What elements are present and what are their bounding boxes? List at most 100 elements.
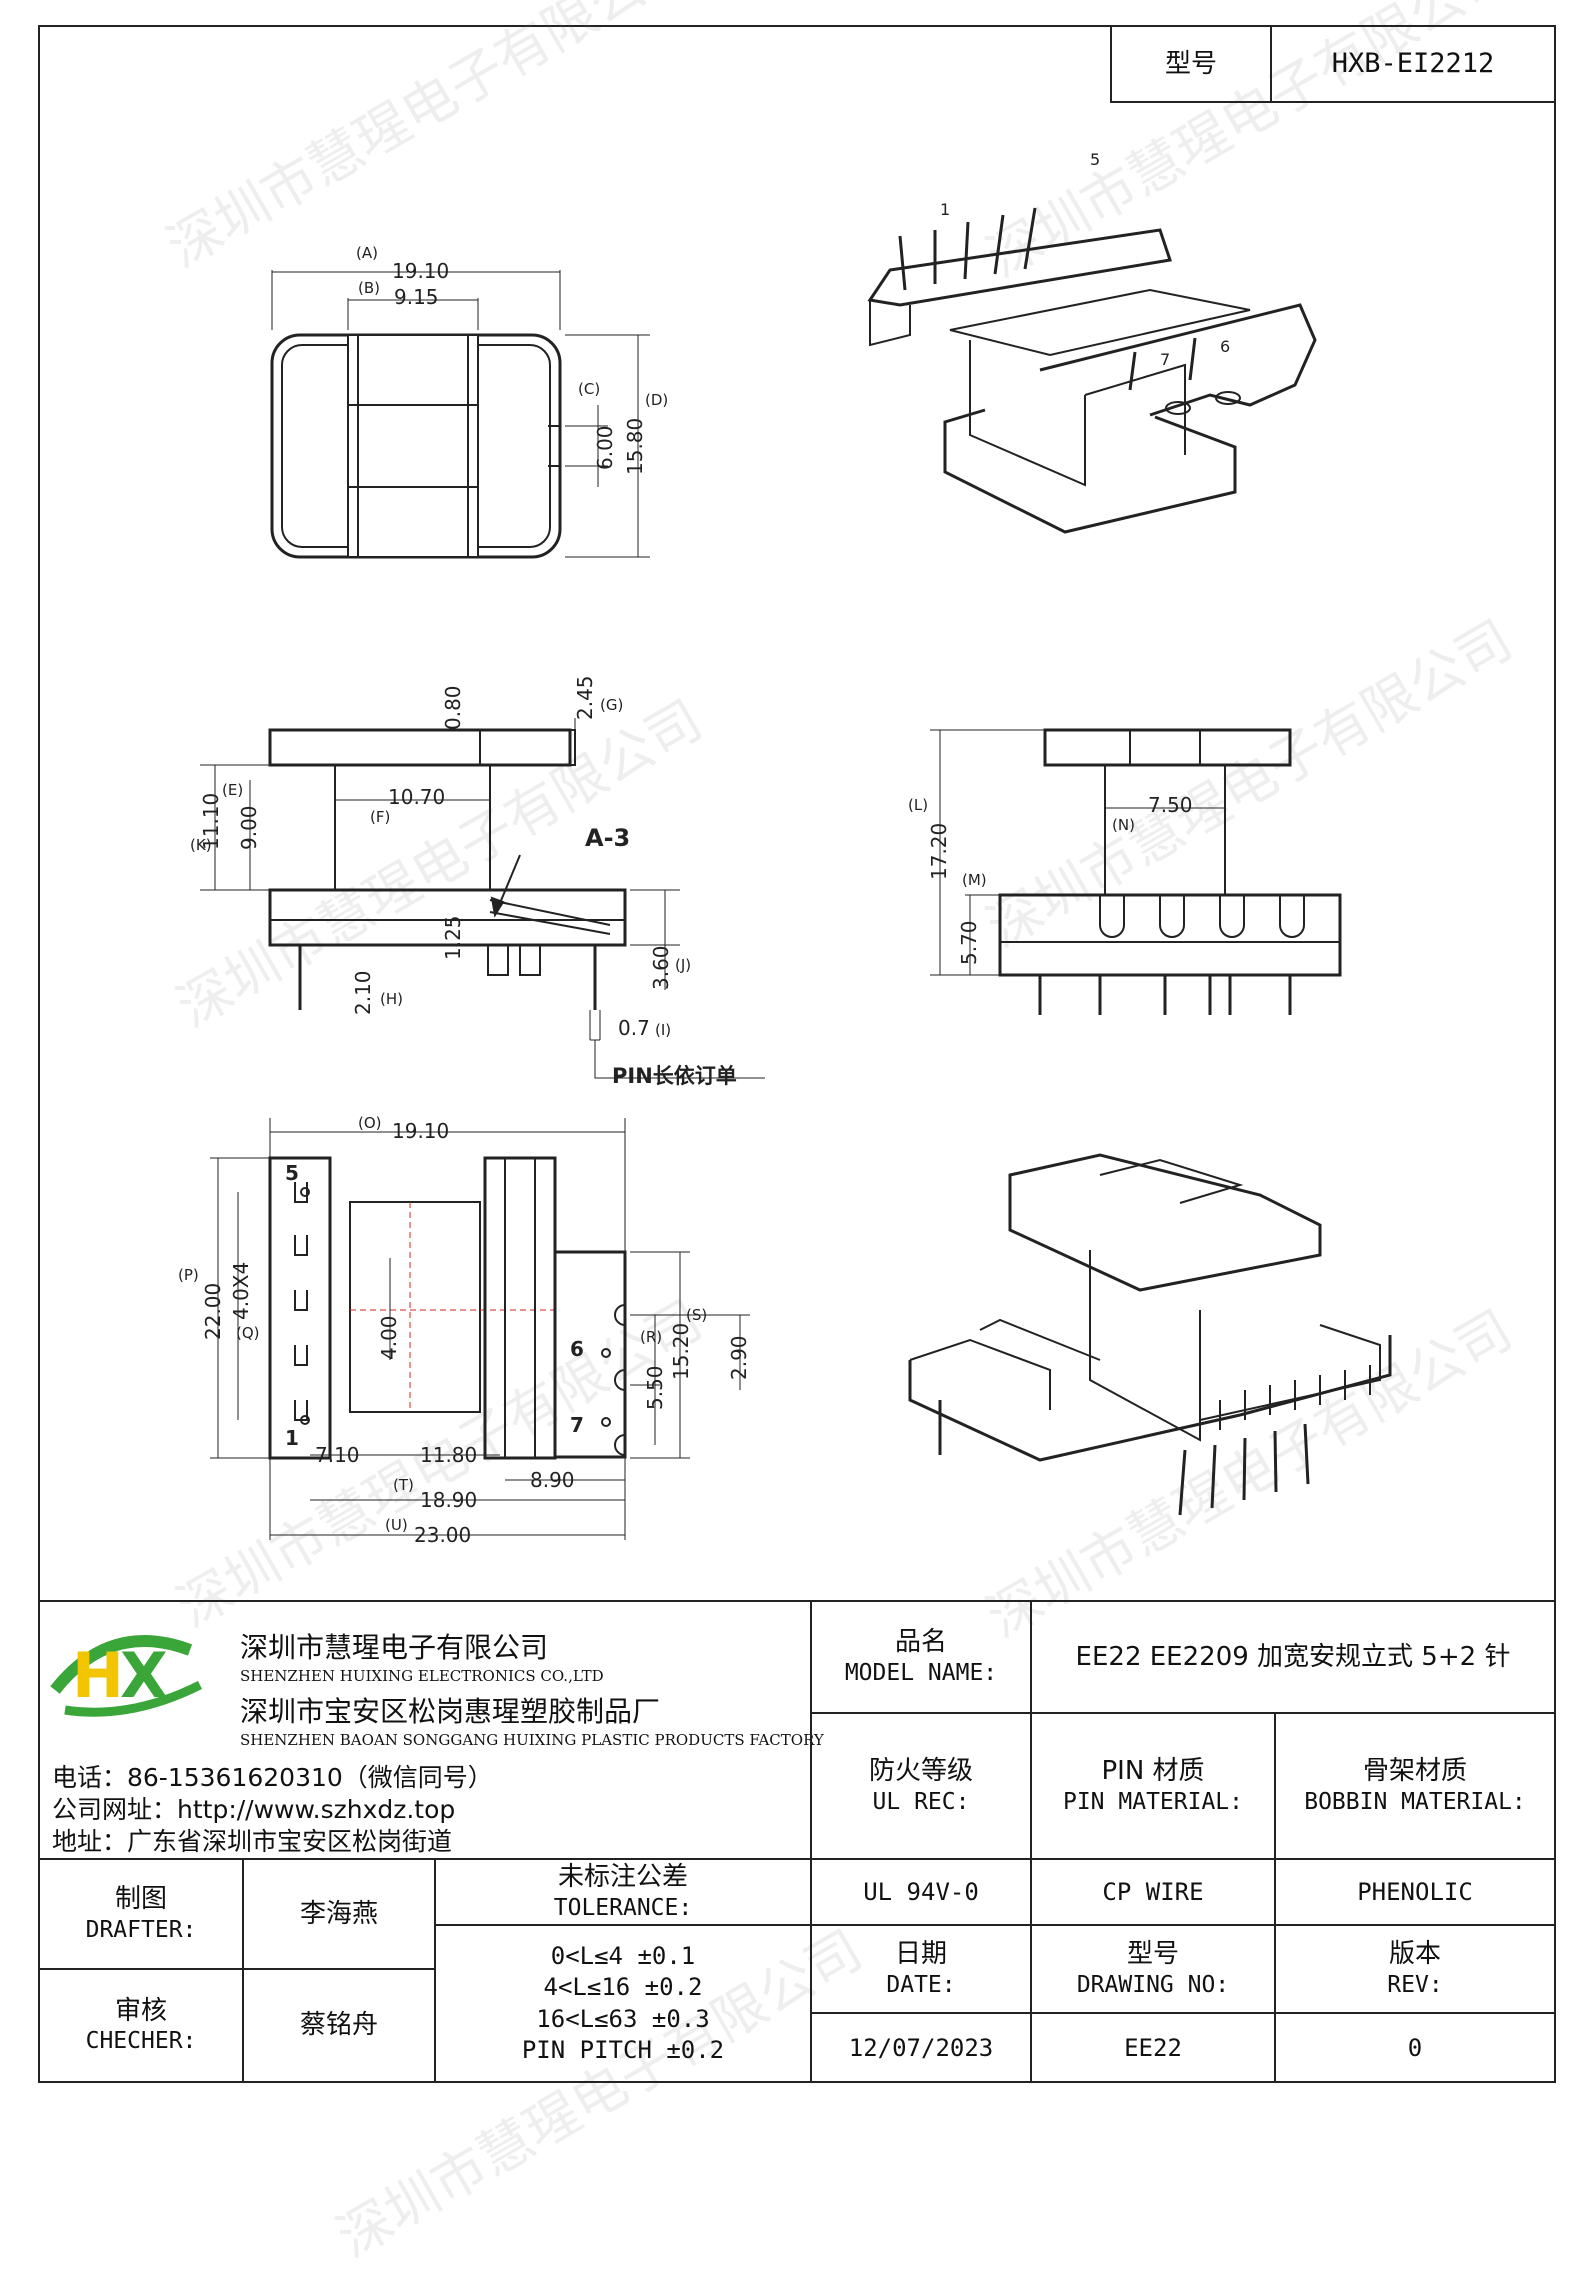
dim-m-value: 5.70 [957,920,981,965]
front-view [200,718,765,1079]
factory-name-cn: 深圳市宝安区松岗惠瑆塑胶制品厂 [240,1695,661,1728]
dim-g-label: (G) [600,696,623,714]
dim-400-value: 4.00 [377,1315,401,1360]
dim-c-value: 6.00 [593,425,617,470]
drafter-label-en: DRAFTER: [85,1916,197,1943]
header-model-value: HXB-EI2212 [1270,25,1556,103]
tolerance-line: 16<L≤63 ±0.3 [536,2004,710,2033]
dim-j-label: (J) [675,956,691,974]
model-name-label: 品名 MODEL NAME: [810,1600,1032,1714]
dim-l-label: (L) [908,796,928,814]
rev-label-en: REV: [1387,1971,1443,1998]
ul-rec-label: 防火等级 UL REC: [810,1712,1032,1860]
dim-m-label: (M) [962,871,987,889]
ul-rec-value: UL 94V-0 [810,1858,1032,1926]
isometric-view-bottom [908,1153,1392,1516]
iso-pin-1: 1 [940,200,950,219]
tolerance-line: 0<L≤4 ±0.1 [550,1942,696,1971]
svg-text:X: X [120,1639,168,1712]
bobbin-material-label-cn: 骨架材质 [1362,1756,1467,1787]
checker-value: 蔡铭舟 [242,1968,436,2083]
dim-b-value: 9.15 [394,285,439,309]
factory-name-en: SHENZHEN BAOAN SONGGANG HUIXING PLASTIC … [240,1731,824,1749]
dim-q-label: (Q) [236,1324,260,1342]
dim-s-value: 15.20 [669,1323,693,1380]
company-address: 地址：广东省深圳市宝安区松岗街道 [52,1827,453,1856]
iso-pin-5: 5 [1090,150,1100,169]
dim-f-value: 10.70 [388,785,445,809]
title-block-divider [38,1600,1556,1602]
ul-rec-label-cn: 防火等级 [868,1756,973,1787]
pin-material-label-en: PIN MATERIAL: [1062,1788,1243,1815]
date-value: 12/07/2023 [810,2012,1032,2083]
date-label-cn: 日期 [894,1939,947,1970]
side-view [930,728,1342,1015]
dim-080-value: 0.80 [441,685,465,730]
dim-1180-value: 11.80 [420,1443,477,1467]
company-website[interactable]: 公司网址：http://www.szhxdz.top [52,1795,456,1824]
pin-material-value: CP WIRE [1030,1858,1276,1926]
dim-q-value: 4.0X4 [229,1262,253,1320]
pin-number-6: 6 [570,1337,584,1361]
date-label-en: DATE: [886,1971,956,1998]
dim-r-label: (R) [640,1328,662,1346]
dim-u-value: 23.00 [414,1523,471,1547]
drafter-label: 制图 DRAFTER: [38,1858,244,1970]
dim-a-label: (A) [356,244,378,262]
dim-290-value: 2.90 [727,1335,751,1380]
dim-e-label: (E) [222,781,243,799]
tolerance-label-cn: 未标注公差 [557,1862,688,1893]
rev-value: 0 [1274,2012,1556,2083]
ul-rec-label-en: UL REC: [872,1788,970,1815]
dim-i-value: 0.7 [618,1016,650,1040]
dim-p-value: 22.00 [201,1283,225,1340]
company-name-cn: 深圳市慧瑆电子有限公司 [240,1631,549,1664]
dim-o-label: (O) [358,1114,382,1132]
dim-t-value: 18.90 [420,1488,477,1512]
dim-s-label: (S) [686,1306,707,1324]
model-name-label-en: MODEL NAME: [844,1659,998,1686]
dim-f-label: (F) [370,808,390,826]
dim-r-value: 5.50 [643,1365,667,1410]
date-label: 日期 DATE: [810,1924,1032,2014]
dim-k-label: (K) [190,836,212,854]
view-a3-label: A-3 [585,824,630,852]
company-phone: 电话：86-15361620310（微信同号） [52,1763,493,1792]
iso-pin-6: 6 [1220,337,1230,356]
isometric-view-top [867,207,1317,534]
pin-number-5: 5 [285,1161,299,1185]
iso-pin-7: 7 [1160,350,1170,369]
dim-e-value: 9.00 [237,805,261,850]
bobbin-material-value: PHENOLIC [1274,1858,1556,1926]
rev-label: 版本 REV: [1274,1924,1556,2014]
rev-label-cn: 版本 [1388,1939,1441,1970]
dim-n-label: (N) [1112,816,1135,834]
company-name-en: SHENZHEN HUIXING ELECTRONICS CO.,LTD [240,1667,604,1685]
dim-d-value: 15.80 [623,418,647,475]
dim-k-value: 11.10 [199,793,223,850]
pin-number-7: 7 [570,1413,584,1437]
dim-i-label: (I) [655,1021,671,1039]
dim-710-value: 7.10 [315,1443,360,1467]
dim-u-label: (U) [385,1516,408,1534]
tolerance-line: 4<L≤16 ±0.2 [543,1973,703,2002]
bobbin-material-label-en: BOBBIN MATERIAL: [1304,1788,1526,1815]
dim-890-value: 8.90 [530,1468,575,1492]
dim-c-label: (C) [578,380,600,398]
dim-125-value: 1.25 [441,915,465,960]
technical-drawing: (A) 19.10 (B) 9.15 (C) (D) 6.00 15.80 [178,150,1392,1547]
drawing-no-label-cn: 型号 [1126,1939,1179,1970]
dim-g-value: 2.45 [573,675,597,720]
bottom-view [210,1118,750,1540]
model-name-value: EE22 EE2209 加宽安规立式 5+2 针 [1030,1600,1556,1714]
dim-j-value: 3.60 [649,945,673,990]
drawing-no-label-en: DRAWING NO: [1076,1971,1230,1998]
drafter-label-cn: 制图 [114,1884,167,1915]
tolerance-label-en: TOLERANCE: [553,1894,693,1921]
drafter-value: 李海燕 [242,1858,436,1970]
dim-h-value: 2.10 [351,970,375,1015]
tolerance-label: 未标注公差 TOLERANCE: [434,1858,812,1926]
checker-label: 审核 CHECHER: [38,1968,244,2083]
model-name-label-cn: 品名 [894,1627,947,1658]
checker-label-cn: 审核 [114,1995,167,2026]
